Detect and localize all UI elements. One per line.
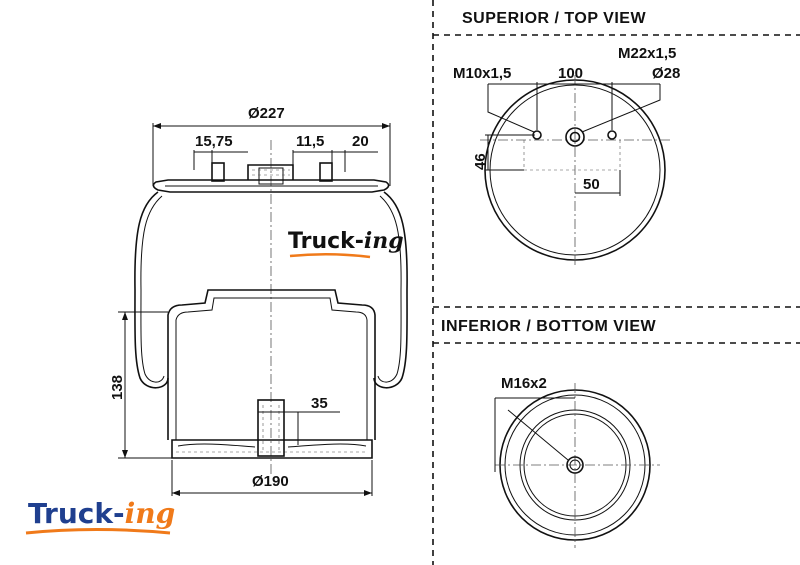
left-stud xyxy=(211,162,225,182)
top-view-title: SUPERIOR / TOP VIEW xyxy=(462,10,646,27)
svg-text:100: 100 xyxy=(558,65,583,82)
right-stud xyxy=(319,162,333,182)
svg-text:Truck-ing: Truck-ing xyxy=(288,228,404,254)
dim-diameter-190: Ø190 xyxy=(171,460,373,496)
svg-text:46: 46 xyxy=(472,153,489,170)
svg-text:15,75: 15,75 xyxy=(195,133,233,150)
center-port xyxy=(247,164,294,180)
center-port-hole xyxy=(565,127,585,147)
top-view: 100 M10x1,5 M22x1,5 Ø28 46 50 xyxy=(453,45,680,265)
dim-11-5: 11,5 xyxy=(292,133,324,165)
dim-35: 35 xyxy=(284,395,340,445)
svg-text:Ø28: Ø28 xyxy=(652,65,680,82)
svg-text:M10x1,5: M10x1,5 xyxy=(453,65,511,82)
bottom-view: M16x2 xyxy=(494,375,660,548)
svg-text:50: 50 xyxy=(583,176,600,193)
bellows xyxy=(134,191,408,389)
brand-logo: Truck-ing xyxy=(25,497,175,535)
svg-text:M22x1,5: M22x1,5 xyxy=(618,45,676,62)
bottom-stud-hole xyxy=(566,456,584,474)
svg-text:Ø227: Ø227 xyxy=(248,105,285,122)
dim-diameter-227: Ø227 xyxy=(152,105,391,186)
svg-text:35: 35 xyxy=(311,395,328,412)
svg-text:M16x2: M16x2 xyxy=(501,375,547,392)
svg-text:Truck-ing: Truck-ing xyxy=(28,497,175,530)
dim-height-138: 138 xyxy=(109,311,172,459)
piston xyxy=(167,289,376,440)
side-view: Ø227 15,75 11,5 20 138 xyxy=(109,105,408,496)
bottom-stud xyxy=(257,399,285,457)
svg-text:20: 20 xyxy=(352,133,369,150)
base-plate xyxy=(171,439,373,459)
svg-text:Ø190: Ø190 xyxy=(252,473,289,490)
dim-20: 20 xyxy=(320,133,378,172)
bottom-view-title: INFERIOR / BOTTOM VIEW xyxy=(441,318,657,335)
small-hole-right xyxy=(607,130,617,140)
inline-logo: Truck-ing xyxy=(288,228,404,259)
svg-text:11,5: 11,5 xyxy=(296,133,324,150)
dim-15-75: 15,75 xyxy=(193,133,248,170)
top-plate xyxy=(152,179,390,193)
svg-text:138: 138 xyxy=(109,375,126,400)
